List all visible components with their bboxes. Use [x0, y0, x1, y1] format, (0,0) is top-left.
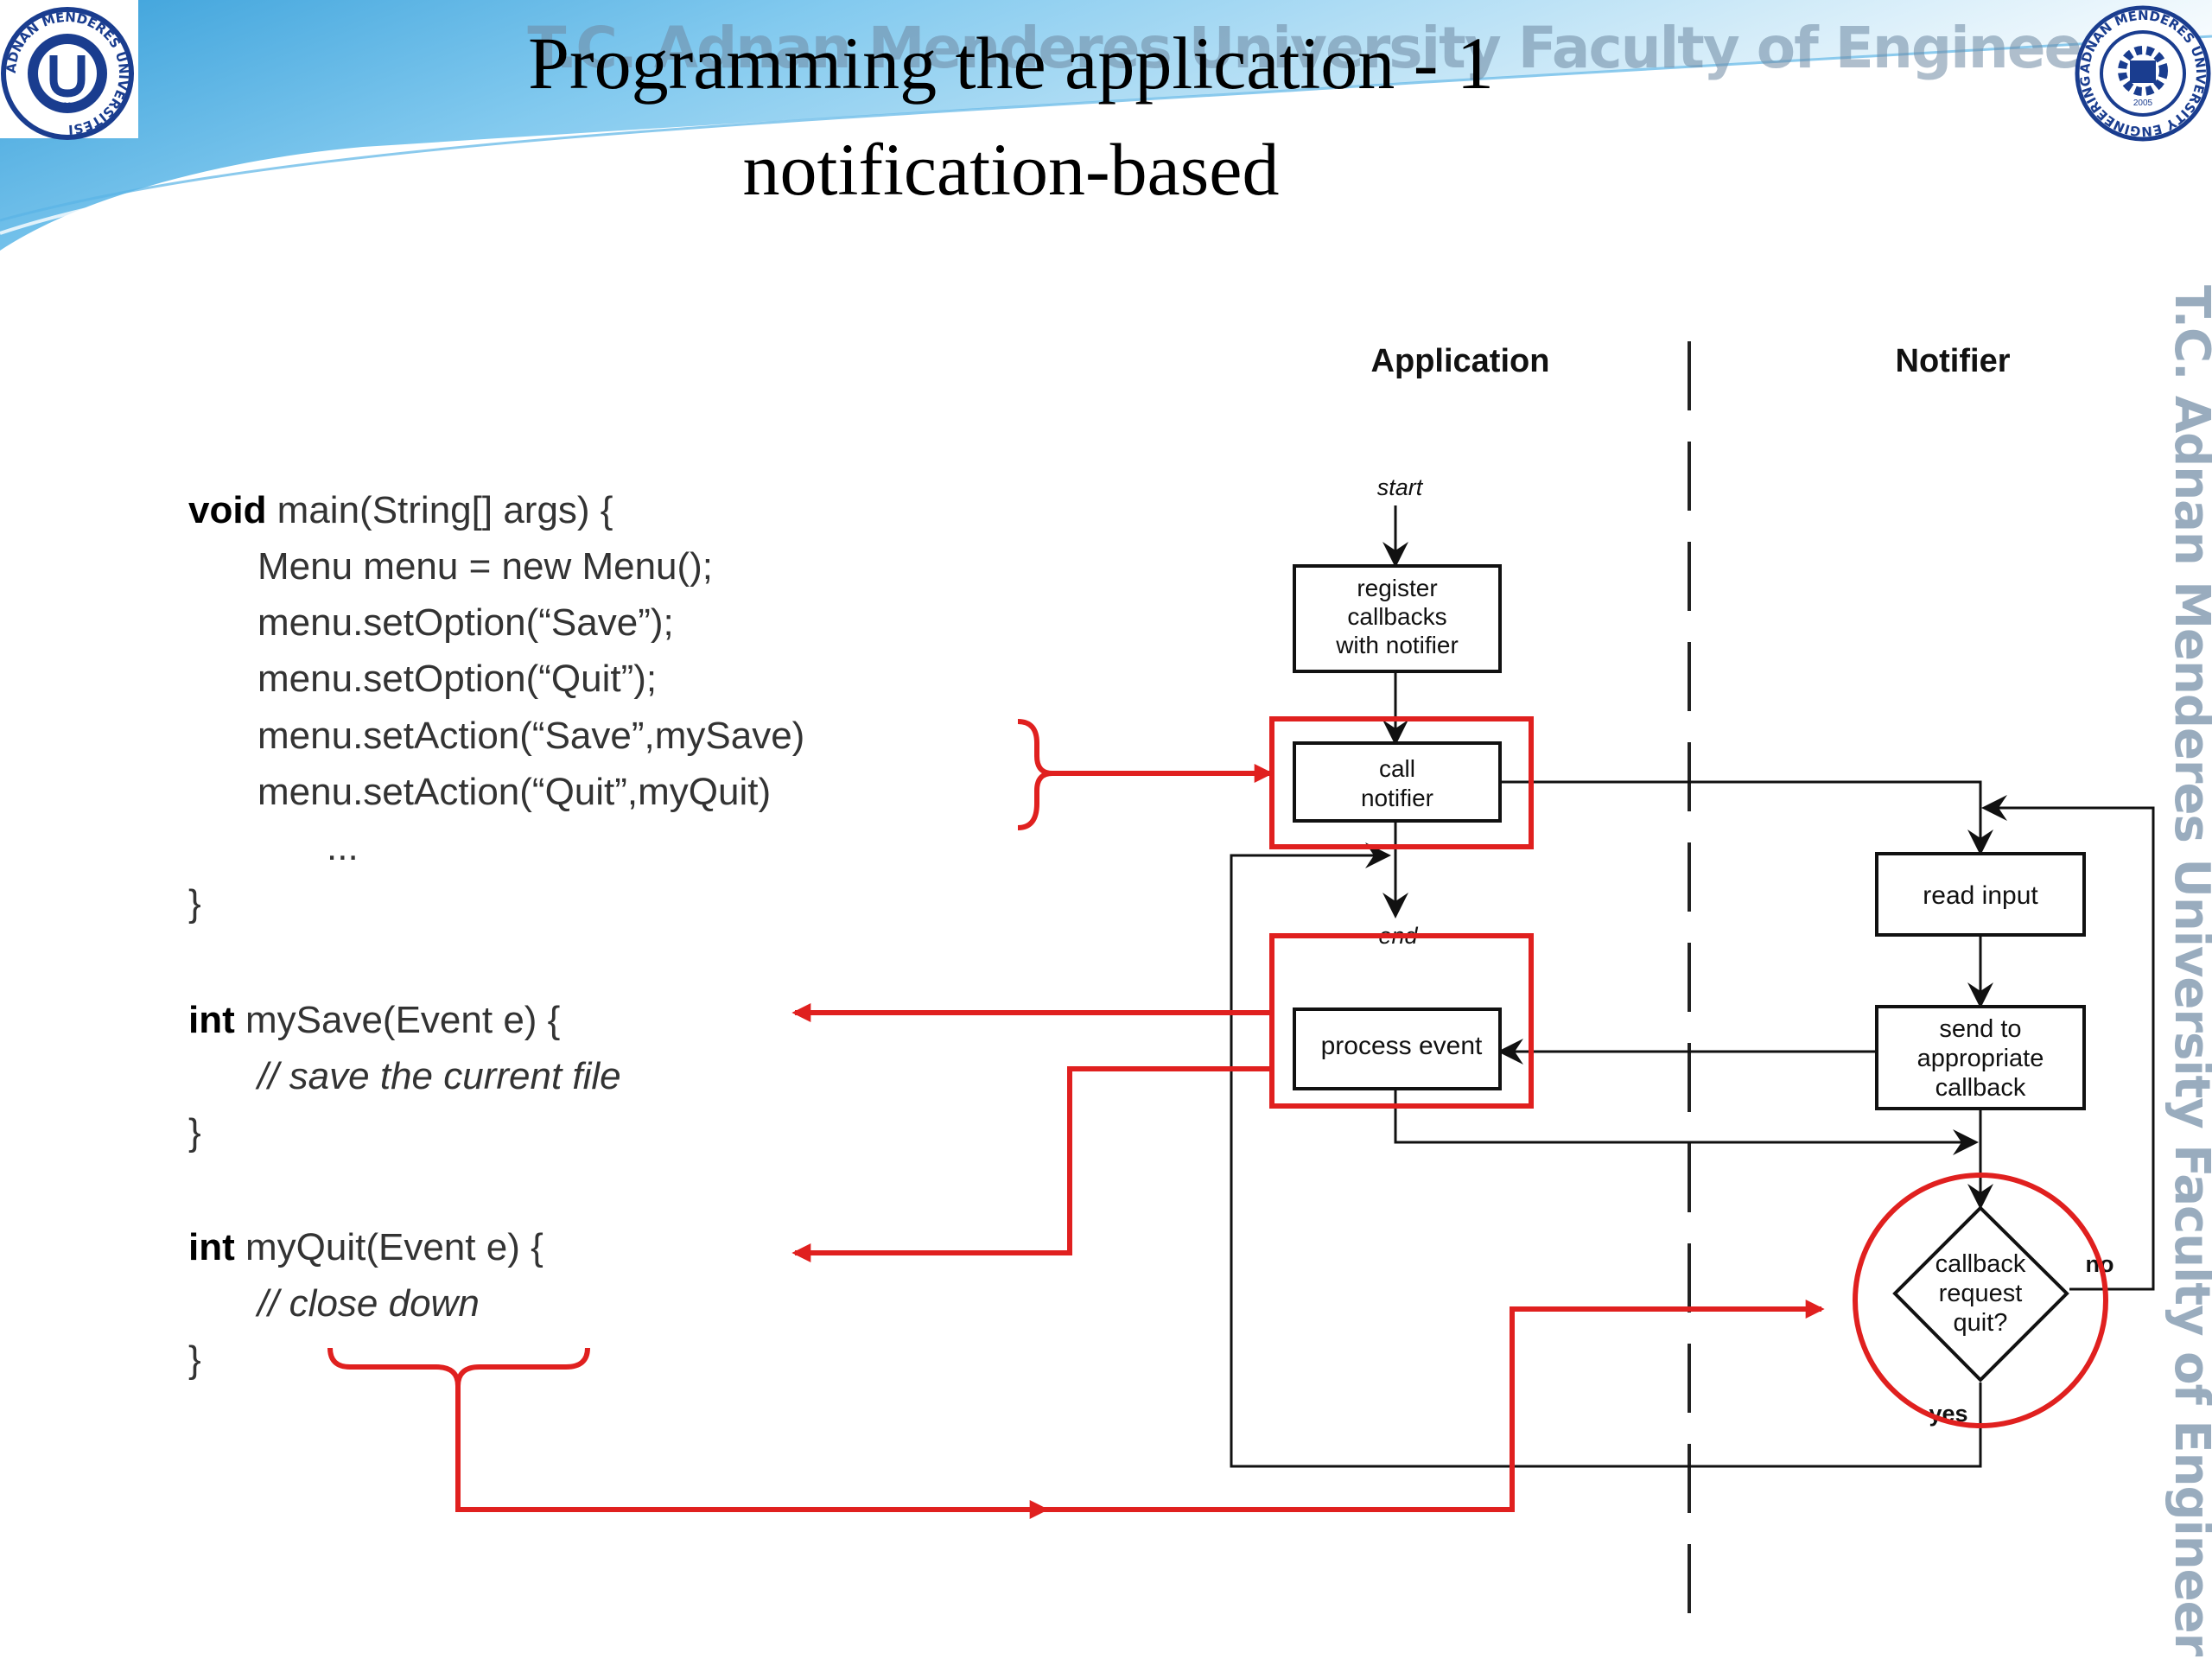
label-start: start: [1377, 474, 1424, 500]
highlight-decision: [1853, 1173, 2108, 1428]
svg-text:callback: callback: [1936, 1250, 2026, 1278]
line-yes-loop: [1230, 842, 1982, 1468]
svg-text:quit?: quit?: [1954, 1309, 2008, 1337]
arrow-process-to-myquit: [791, 1066, 1272, 1262]
code-line: Menu menu = new Menu();: [257, 545, 713, 588]
svg-text:int myQuit(Event e) {: int myQuit(Event e) {: [188, 1226, 543, 1268]
svg-text:notifier: notifier: [1361, 785, 1433, 811]
code-main-function: void main(String[] args) { Menu menu = n…: [188, 489, 804, 925]
brace-setaction: [1017, 719, 1053, 830]
flow-box-read-input: read input: [1875, 852, 2086, 937]
keyword-void: void: [188, 489, 266, 531]
line-no-loop: [1981, 795, 2155, 1291]
flow-decision-quit: callback request quit?: [1892, 1205, 2069, 1382]
svg-text:callbacks: callbacks: [1347, 603, 1446, 630]
keyword-int: int: [188, 999, 235, 1041]
lane-label-application: Application: [1371, 343, 1550, 379]
arrow-closedown-to-decision: [1046, 1300, 1825, 1512]
side-watermark: T.C. Adnan Menderes University Faculty o…: [2164, 285, 2212, 1659]
code-brace: }: [188, 1111, 201, 1154]
logo-right-year: 2005: [2133, 99, 2153, 108]
code-myquit-function: int myQuit(Event e) { // close down }: [188, 1226, 543, 1381]
flow-box-send-callback: send to appropriate callback: [1875, 1005, 2086, 1110]
keyword-int: int: [188, 1226, 235, 1268]
code-line: menu.setAction(“Quit”,myQuit): [257, 771, 771, 813]
svg-text:read input: read input: [1923, 881, 2038, 910]
svg-text:process event: process event: [1321, 1032, 1483, 1060]
myquit-signature: myQuit(Event e) {: [235, 1226, 543, 1268]
svg-text:appropriate: appropriate: [1917, 1045, 2044, 1072]
code-line: menu.setAction(“Save”,mySave): [257, 715, 804, 757]
code-brace: }: [188, 1338, 201, 1381]
lane-label-notifier: Notifier: [1896, 343, 2011, 379]
university-logo-left: ADNAN MENDERES ÜNİVERSİTESİ 1992: [0, 0, 138, 140]
flow-box-register-callbacks: register callbacks with notifier: [1293, 564, 1502, 673]
red-annotations: [327, 716, 2108, 1519]
header-banner: [0, 0, 2212, 251]
mysave-signature: mySave(Event e) {: [235, 999, 561, 1041]
slide-title-line2: notification-based: [743, 128, 1280, 211]
code-mysave-function: int mySave(Event e) { // save the curren…: [188, 999, 621, 1154]
flow-box-process-event: process event: [1293, 1007, 1502, 1090]
code-comment: // save the current file: [255, 1055, 621, 1097]
svg-text:request: request: [1939, 1280, 2023, 1307]
line-closedown-down: [455, 1386, 1049, 1519]
code-line: menu.setOption(“Quit”);: [257, 658, 657, 700]
banner-watermark: T.C. Adnan Menderes University Faculty o…: [527, 15, 2202, 81]
slide-title-line1: Programming the application - 1: [528, 22, 1494, 105]
svg-text:callback: callback: [1936, 1074, 2026, 1102]
svg-text:int mySave(Event e) {: int mySave(Event e) {: [188, 999, 560, 1041]
svg-text:void main(String[] args) {: void main(String[] args) {: [188, 489, 613, 531]
highlight-call-notifier: [1269, 716, 1534, 849]
code-comment: // close down: [255, 1282, 480, 1325]
flow-box-call-notifier: call notifier: [1293, 741, 1502, 823]
code-line: menu.setOption(“Save”);: [257, 601, 674, 644]
code-line: ...: [327, 826, 359, 868]
brace-close-down: [327, 1347, 590, 1387]
svg-text:register: register: [1357, 575, 1437, 601]
main-signature: main(String[] args) {: [266, 489, 613, 531]
code-brace: }: [188, 882, 201, 925]
logo-left-year: 1992: [59, 101, 76, 110]
svg-text:send to: send to: [1939, 1015, 2021, 1043]
highlight-process-event: [1269, 933, 1534, 1109]
svg-text:call: call: [1379, 755, 1415, 782]
line-call-to-read: [1499, 780, 1993, 855]
svg-text:with notifier: with notifier: [1335, 632, 1459, 658]
